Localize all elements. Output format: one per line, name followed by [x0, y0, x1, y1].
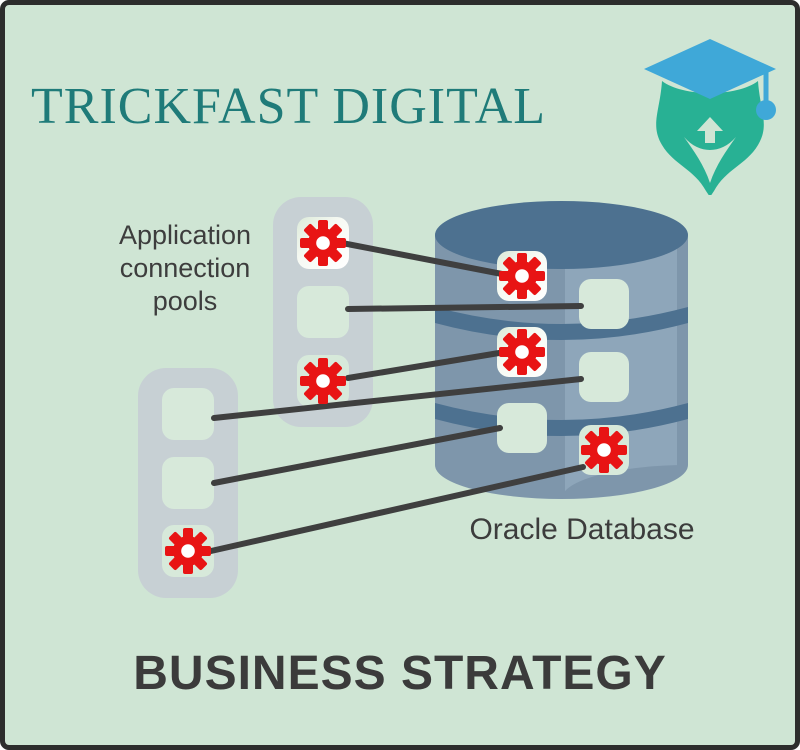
- pool-2-slot-2: [162, 457, 214, 509]
- gear-icon: [300, 358, 346, 404]
- footer-title: BUSINESS STRATEGY: [133, 647, 667, 700]
- brand-title: TRICKFAST DIGITAL: [31, 78, 547, 135]
- gear-icon: [300, 220, 346, 266]
- pen-nib-cutout-arrow: [697, 117, 723, 143]
- gear-icon: [499, 329, 545, 375]
- connection-diagram: [138, 197, 688, 598]
- database-slot-tier1-right: [579, 279, 629, 329]
- connection-line-3: [345, 350, 502, 381]
- pool-1-slot-2: [297, 286, 349, 338]
- connection-line-5: [211, 425, 503, 486]
- database-band-1: [435, 307, 688, 340]
- database-slot-tier3-left: [497, 403, 547, 453]
- connection-line-1: [339, 240, 505, 277]
- connection-line-2: [345, 303, 584, 312]
- gear-icon: [499, 253, 545, 299]
- pools-label: Application connection pools: [118, 220, 252, 316]
- database-top: [435, 201, 688, 269]
- tassel-icon: [756, 71, 776, 120]
- graduation-cap-icon: [644, 39, 776, 99]
- gear-icon: [581, 427, 627, 473]
- gear-icon: [165, 528, 211, 574]
- database-slot-tier2-right: [579, 352, 629, 402]
- database-label: Oracle Database: [469, 513, 695, 546]
- pen-nib-cutout-v: [684, 137, 736, 183]
- brand-logo: [644, 39, 776, 195]
- connection-line-4: [211, 376, 584, 421]
- connection-line-6: [208, 464, 586, 554]
- pool-2-slot-1: [162, 388, 214, 440]
- connection-lines: [208, 240, 586, 554]
